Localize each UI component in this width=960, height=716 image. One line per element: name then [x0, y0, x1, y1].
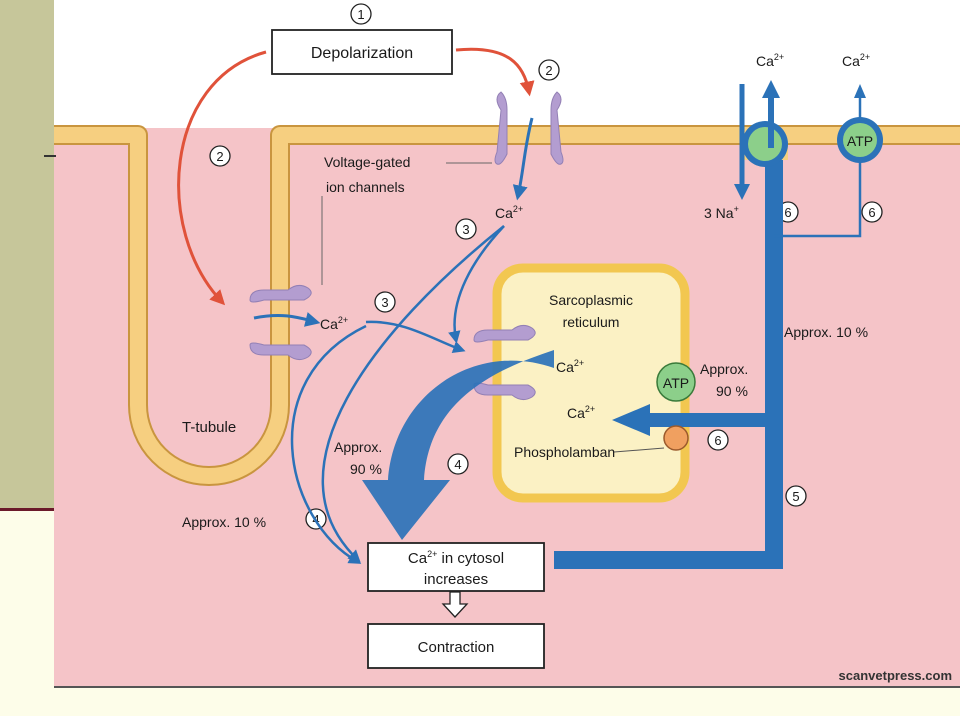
- step-3-marker-upper: 3: [455, 218, 477, 240]
- phospholamban-label: Phospholamban: [514, 444, 615, 460]
- serca-pump: ATP: [656, 362, 696, 402]
- step-5-marker: 5: [785, 485, 807, 507]
- step-2-marker-top: 2: [538, 59, 560, 81]
- cytosol-arrow-approx-10-tubule: [290, 324, 367, 564]
- svg-text:6: 6: [868, 205, 875, 220]
- voltage-gated-label-1: Voltage-gated: [324, 154, 410, 170]
- removal-flow-to-sr-head: [612, 404, 650, 436]
- svg-text:6: 6: [714, 433, 721, 448]
- ca-influx-tubule-arrow: [253, 312, 321, 327]
- t-tubule-label: T-tubule: [182, 419, 236, 436]
- sr-label-1: Sarcoplasmic: [549, 292, 633, 308]
- na-influx-head: [734, 184, 750, 200]
- ca-influx-top-arrow: [512, 117, 534, 201]
- svg-text:3: 3: [381, 295, 388, 310]
- calcium-handling-figure: Depolarization 1 2 2 3 3 4 4 5 6 6: [54, 0, 960, 688]
- depolarization-box: [271, 29, 453, 75]
- ca-label-sr-release: Ca2+: [556, 358, 584, 375]
- cytosol-label-1: Ca2+ in cytosol: [408, 549, 504, 567]
- approx-90-left-label-2: 90 %: [350, 461, 382, 477]
- sr-label-2: reticulum: [563, 314, 620, 330]
- step-1-marker: 1: [350, 3, 372, 25]
- svg-text:3: 3: [462, 222, 469, 237]
- svg-text:4: 4: [454, 457, 461, 472]
- diagram-canvas: Depolarization 1 2 2 3 3 4 4 5 6 6: [54, 3, 960, 688]
- step-3-marker-lower: 3: [374, 291, 396, 313]
- step-6-marker-atp: 6: [861, 201, 883, 223]
- slide-divider-line: [0, 508, 54, 511]
- ca-label-tubule: Ca2+: [320, 315, 348, 332]
- contraction-box: [367, 623, 545, 669]
- removal-flow-to-exchanger: [774, 148, 862, 238]
- svg-text:ATP: ATP: [847, 133, 873, 149]
- svg-text:6: 6: [784, 205, 791, 220]
- svg-text:2: 2: [545, 63, 552, 78]
- na-ca-exchanger: [742, 121, 788, 167]
- voltage-gated-channel-tubule: [249, 284, 312, 361]
- svg-text:2: 2: [216, 149, 223, 164]
- depolarization-arrow-left: [177, 50, 267, 306]
- slide-side-bar: [0, 0, 54, 510]
- approx-90-left-label-1: Approx.: [334, 439, 382, 455]
- phospholamban-protein: [663, 425, 689, 451]
- ca-label-sr-uptake: Ca2+: [567, 404, 595, 421]
- removal-flow-to-pump-head: [854, 84, 866, 98]
- sr-release-arrow: [362, 350, 554, 540]
- svg-text:5: 5: [792, 489, 799, 504]
- three-na-label: 3 Na+: [704, 204, 739, 221]
- svg-text:ATP: ATP: [663, 375, 689, 391]
- approx-90-right-label-2: 90 %: [716, 383, 748, 399]
- approx-10-left-label: Approx. 10 %: [182, 514, 266, 530]
- voltage-gated-label-2: ion channels: [326, 179, 405, 195]
- cytosol-label-2: increases: [424, 571, 488, 588]
- approx-10-right-label: Approx. 10 %: [784, 324, 868, 340]
- trigger-arrow-from-tubule: [365, 320, 466, 353]
- approx-90-right-label-1: Approx.: [700, 361, 748, 377]
- step-4-marker-mid: 4: [447, 453, 469, 475]
- cytosol-increase-box: [367, 542, 545, 592]
- svg-text:1: 1: [357, 7, 364, 22]
- to-contraction-arrow: [441, 591, 469, 618]
- depolarization-label: Depolarization: [311, 45, 413, 62]
- contraction-label: Contraction: [418, 639, 495, 656]
- removal-flow-main: [554, 148, 783, 569]
- trigger-arrow-from-top: [448, 225, 505, 344]
- ca-label-atp-pump: Ca2+: [842, 52, 870, 69]
- ca-efflux-exchanger-head: [762, 80, 780, 98]
- credit-text: scanvetpress.com: [839, 668, 952, 683]
- slide-tick-mark: [44, 155, 56, 157]
- ca-label-top: Ca2+: [495, 204, 523, 221]
- ryanodine-receptor-channel: [473, 324, 536, 401]
- cytosol-arrow-approx-10-top: [321, 225, 505, 563]
- depolarization-arrow-right: [455, 47, 535, 97]
- step-6-marker-phospholamban: 6: [707, 429, 729, 451]
- step-2-marker-left: 2: [209, 145, 231, 167]
- voltage-gated-channel-top: [494, 91, 564, 165]
- sarcolemma-ca-atpase: ATP: [837, 117, 883, 163]
- ca-label-exchanger: Ca2+: [756, 52, 784, 69]
